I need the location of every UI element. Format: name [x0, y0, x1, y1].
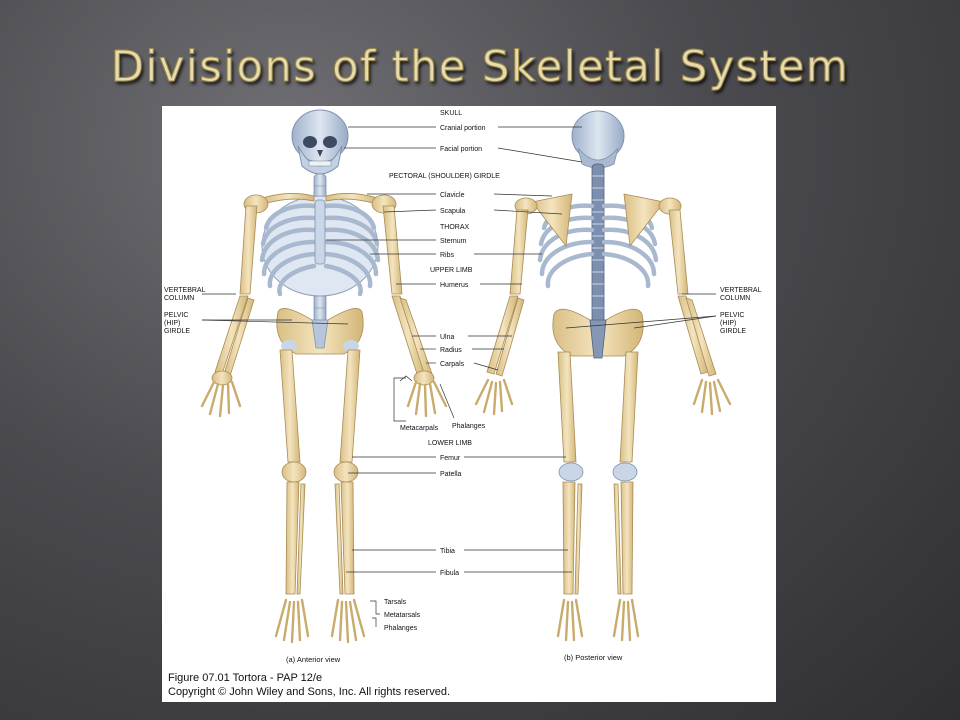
label-metatarsals: Metatarsals — [384, 612, 421, 619]
label-thorax: THORAX — [440, 224, 470, 231]
label-clavicle: Clavicle — [440, 192, 465, 199]
anterior-view-label: (a) Anterior view — [286, 655, 341, 664]
label-left-vertebral-2: COLUMN — [164, 295, 194, 302]
label-right-pelvic-2: (HIP) — [720, 320, 736, 327]
anterior-skeleton — [200, 109, 448, 644]
label-radius: Radius — [440, 347, 462, 354]
anterior-skull — [291, 109, 349, 175]
label-fibula: Fibula — [440, 570, 459, 577]
label-ribs: Ribs — [440, 252, 455, 259]
posterior-scapulae — [514, 193, 682, 248]
center-labels: SKULL Cranial portion Facial portion PEC… — [384, 110, 500, 632]
label-upper-limb: UPPER LIMB — [430, 267, 473, 274]
anterior-pectoral-girdle — [243, 193, 397, 214]
label-right-pelvic-1: PELVIC — [720, 312, 744, 319]
label-metacarpals: Metacarpals — [400, 425, 439, 432]
label-scapula: Scapula — [440, 208, 465, 215]
label-carpals: Carpals — [440, 361, 465, 368]
posterior-hands — [474, 378, 732, 416]
label-skull: SKULL — [440, 110, 462, 117]
label-tarsals: Tarsals — [384, 599, 407, 606]
label-femur: Femur — [440, 455, 461, 462]
skeleton-figure: SKULL Cranial portion Facial portion PEC… — [162, 106, 776, 702]
label-cranial-portion: Cranial portion — [440, 125, 486, 132]
right-labels: VERTEBRAL COLUMN PELVIC (HIP) GIRDLE — [720, 287, 762, 335]
skeleton-diagram: SKULL Cranial portion Facial portion PEC… — [164, 109, 762, 698]
anterior-lower-limbs — [279, 349, 361, 595]
label-sternum: Sternum — [440, 238, 467, 245]
posterior-pelvic-girdle — [552, 308, 644, 359]
caption-line-2: Copyright © John Wiley and Sons, Inc. Al… — [168, 686, 450, 698]
posterior-feet — [556, 598, 640, 642]
label-patella: Patella — [440, 471, 462, 478]
posterior-lower-limbs — [557, 351, 639, 595]
anterior-upper-limbs — [211, 205, 435, 386]
anterior-feet — [274, 598, 366, 644]
label-ulna: Ulna — [440, 334, 455, 341]
leader-lines — [201, 126, 717, 627]
label-pectoral-girdle: PECTORAL (SHOULDER) GIRDLE — [389, 173, 500, 180]
label-lower-limb: LOWER LIMB — [428, 440, 472, 447]
label-humerus: Humerus — [440, 282, 469, 289]
label-phalanges-foot: Phalanges — [384, 625, 418, 632]
caption-line-1: Figure 07.01 Tortora - PAP 12/e — [168, 672, 322, 684]
label-facial-portion: Facial portion — [440, 146, 482, 153]
label-tibia: Tibia — [440, 548, 455, 555]
left-labels: VERTEBRAL COLUMN PELVIC (HIP) GIRDLE — [164, 287, 206, 335]
label-right-vertebral-1: VERTEBRAL — [720, 287, 762, 294]
anterior-ribcage — [259, 195, 381, 297]
anterior-pelvic-girdle — [276, 308, 364, 355]
posterior-skeleton — [474, 110, 732, 642]
label-left-pelvic-1: PELVIC — [164, 312, 188, 319]
label-right-vertebral-2: COLUMN — [720, 295, 750, 302]
label-left-pelvic-2: (HIP) — [164, 320, 180, 327]
label-left-vertebral-1: VERTEBRAL — [164, 287, 206, 294]
posterior-view-label: (b) Posterior view — [564, 653, 623, 662]
posterior-skull — [571, 110, 625, 169]
anterior-hands — [200, 380, 448, 418]
slide-title: Divisions of the Skeletal System — [110, 42, 850, 93]
label-right-pelvic-3: GIRDLE — [720, 328, 746, 335]
label-left-pelvic-3: GIRDLE — [164, 328, 190, 335]
label-phalanges-hand: Phalanges — [452, 423, 486, 430]
